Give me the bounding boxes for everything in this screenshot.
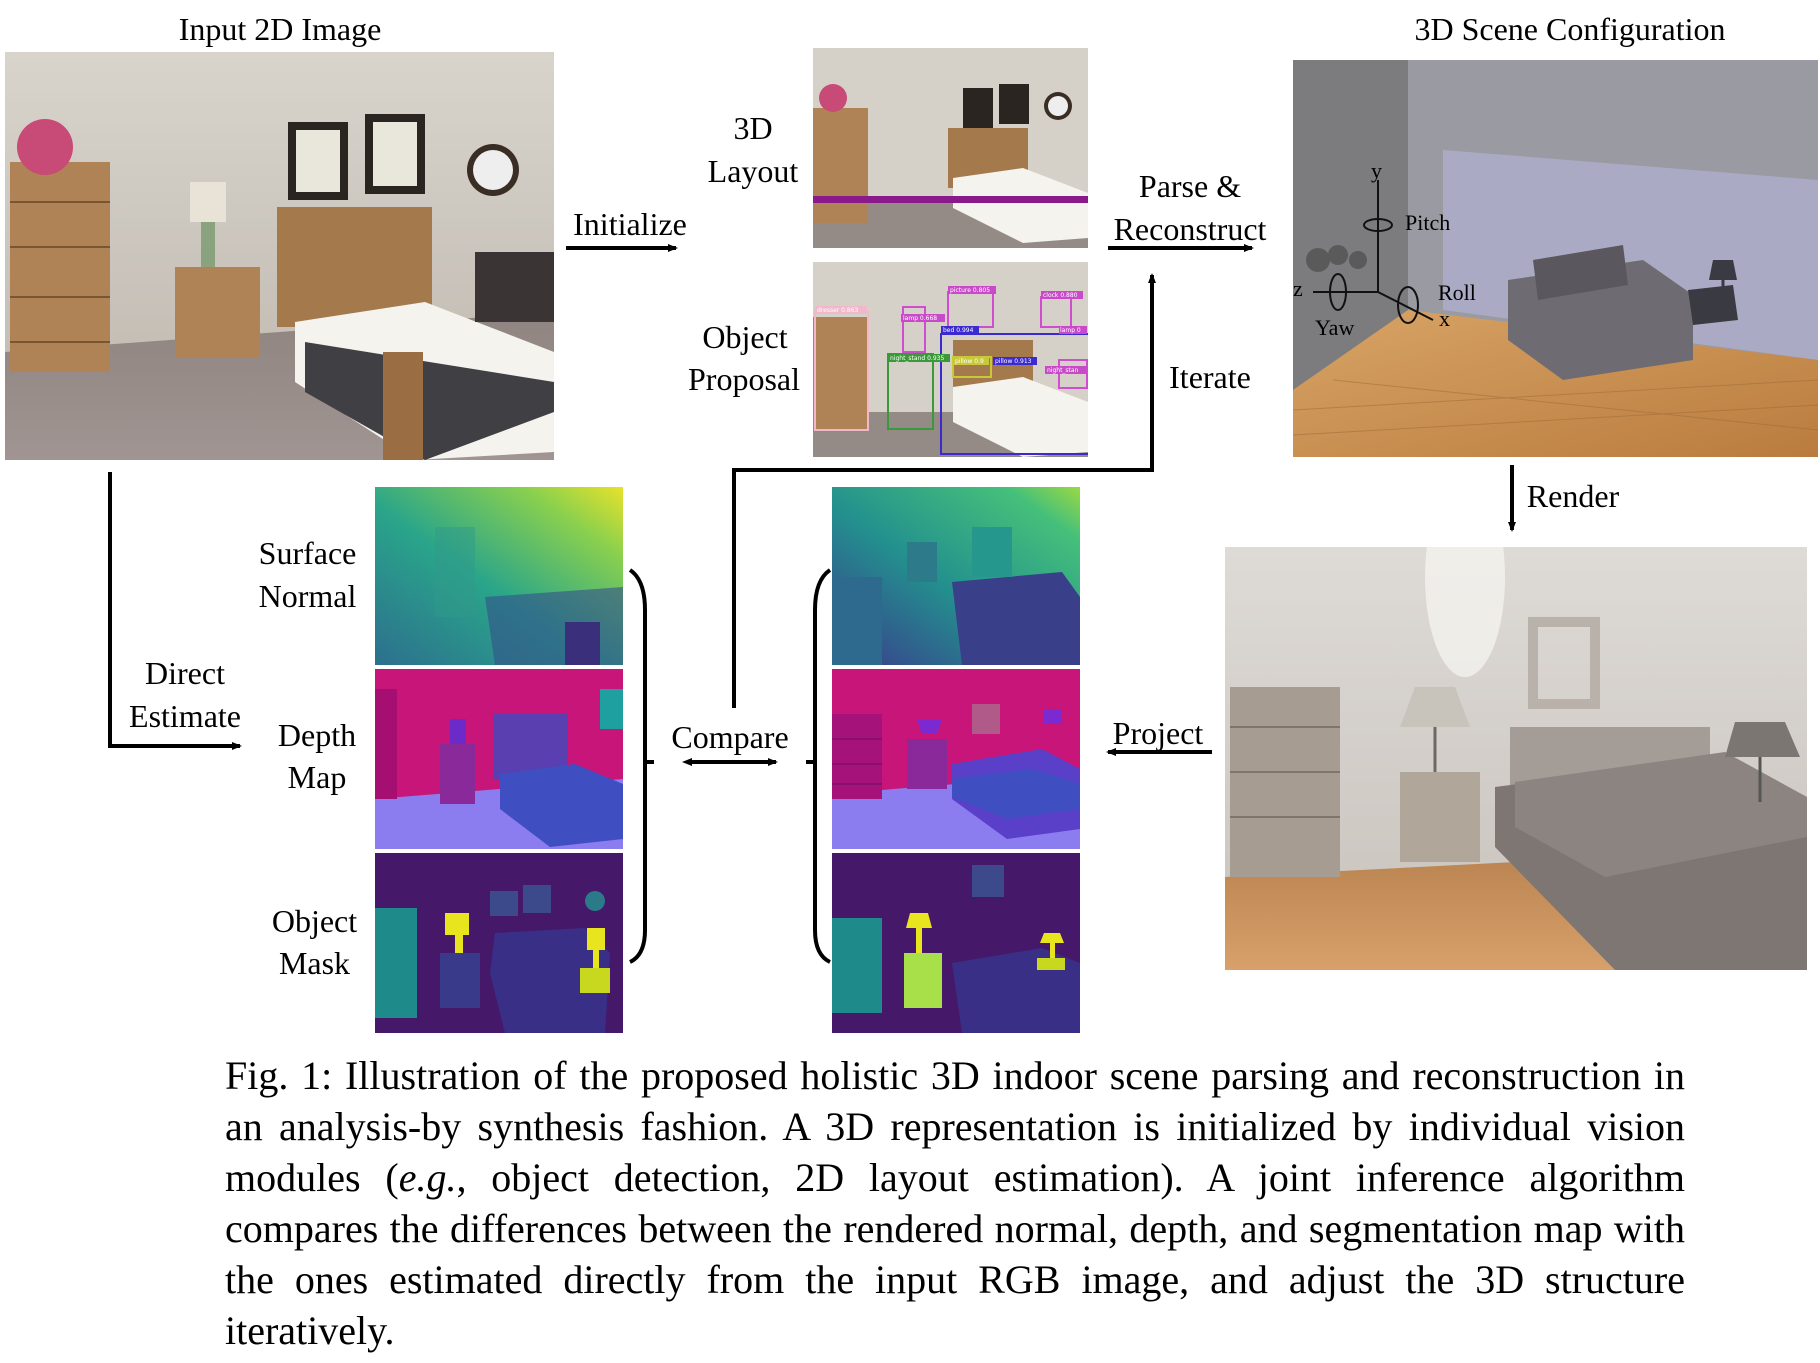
det-label: pillow 0.913 [995,358,1032,365]
layout-3d-label-1: 3D [733,110,773,146]
parse-label-2: Reconstruct [1113,211,1267,247]
direct-estimate-label-1: Direct [145,655,225,691]
surface-normal-label-2: Normal [258,578,357,614]
det-label: night_stan [1047,367,1079,374]
compare-label: Compare [671,719,789,755]
det-label: night_stand 0.935 [890,355,944,362]
axis-x: x [1439,306,1450,331]
direct-estimate-label-2: Estimate [129,698,241,734]
depth-map-label-2: Map [287,759,347,795]
scene-config-render: y z x Pitch Roll Yaw [1293,60,1818,457]
estimated-object-mask [375,853,623,1033]
object-proposal-label-2: Proposal [688,361,800,397]
caption-text-2: , object detection, 2D layout estimation… [225,1155,1685,1353]
layout-3d-image [813,48,1088,248]
rendered-scene [1225,547,1807,970]
axis-z: z [1293,276,1303,301]
axis-yaw: Yaw [1315,315,1354,340]
det-label: picture 0.805 [950,287,990,294]
layout-line [813,196,1088,203]
initialize-label: Initialize [573,206,687,242]
render-label: Render [1526,478,1620,514]
object-mask-label-1: Object [271,903,358,939]
caption-italic: e.g. [398,1155,457,1200]
parse-label-1: Parse & [1138,168,1242,204]
axis-roll: Roll [1438,280,1476,305]
iterate-arrow [732,273,1156,708]
right-brace [813,568,832,964]
det-label: clock 0.880 [1043,292,1078,299]
object-proposal-image: picture 0.805 clock 0.880 dresser 0.863 … [813,262,1088,457]
det-label: lamp 0 [1060,327,1081,334]
det-label: lamp 0.668 [903,315,937,322]
caption-text-1: Fig. 1: Illustration of the proposed hol… [225,1053,1685,1200]
layout-3d-label-2: Layout [707,153,799,189]
det-label: pillow 0.9 [955,358,984,365]
det-label: bed 0.994 [943,327,974,334]
axis-y: y [1371,158,1382,183]
input-photo [5,52,554,460]
object-mask-label-2: Mask [278,945,351,981]
depth-map-label-1: Depth [277,717,357,753]
estimated-normal-map [375,487,623,665]
rendered-normal-map [832,487,1080,665]
direct-estimate-arrow [108,472,242,750]
input-image-title: Input 2D Image [178,11,382,47]
figure-caption: Fig. 1: Illustration of the proposed hol… [225,1050,1685,1356]
rendered-object-mask [832,853,1080,1033]
scene-config-title: 3D Scene Configuration [1414,11,1726,47]
axis-pitch: Pitch [1405,210,1450,235]
iterate-label: Iterate [1169,359,1251,395]
project-label: Project [1112,715,1204,751]
surface-normal-label-1: Surface [258,535,357,571]
rendered-depth-map [832,669,1080,849]
det-label: dresser 0.863 [817,307,859,314]
left-brace [628,568,647,964]
estimated-depth-map [375,669,623,849]
object-proposal-label-1: Object [702,319,788,355]
